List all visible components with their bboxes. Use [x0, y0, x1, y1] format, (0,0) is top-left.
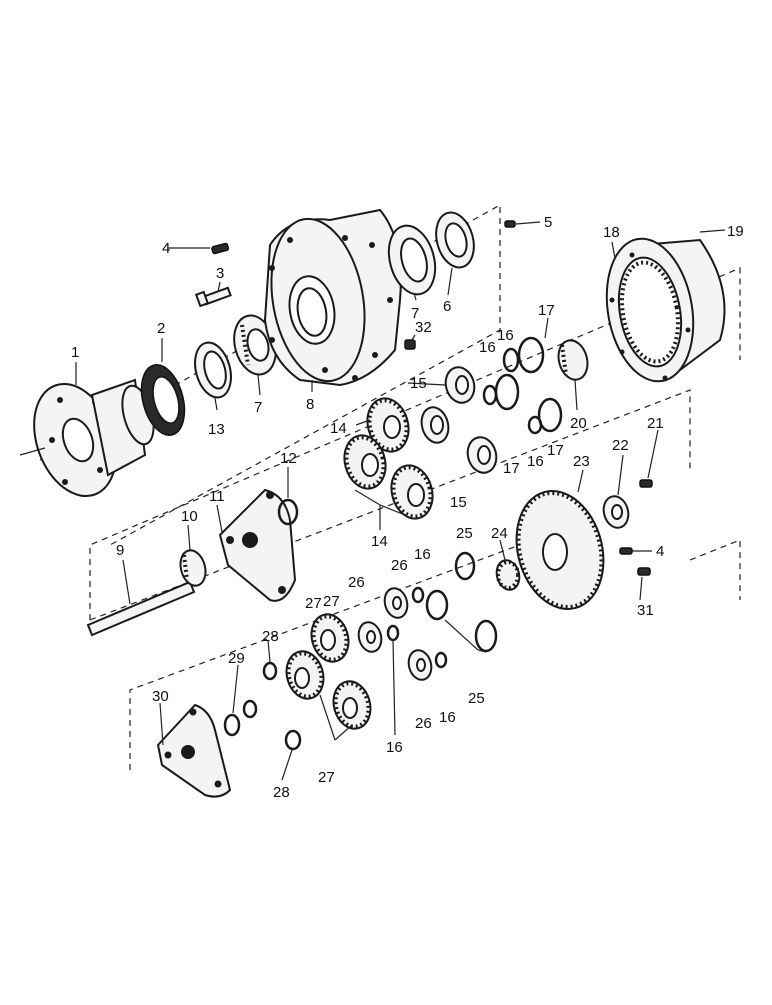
label-part-17-a: 17: [538, 302, 555, 319]
label-part-4-lower: 4: [656, 543, 664, 560]
part-2-seal: [140, 364, 186, 436]
part-23-carrier-plate: [515, 490, 605, 610]
part-22-washer: [602, 495, 630, 529]
label-part-27-a: 27: [323, 593, 340, 610]
label-part-21: 21: [647, 415, 664, 432]
label-part-24: 24: [491, 525, 508, 542]
label-part-11: 11: [209, 488, 225, 505]
part-26-bearings: [357, 586, 448, 681]
label-part-17-b: 17: [547, 442, 564, 459]
part-7-bearing-right: [387, 224, 437, 296]
label-part-7-right: 7: [411, 305, 419, 322]
part-25-snap-rings: [425, 551, 498, 653]
label-part-29: 29: [228, 650, 245, 667]
part-5-bolt: [504, 220, 541, 228]
part-15-bearings: [420, 366, 498, 474]
label-part-16-e: 16: [439, 709, 456, 726]
label-part-25-upper: 25: [456, 525, 473, 542]
label-part-15-upper: 15: [410, 375, 427, 392]
label-part-2: 2: [157, 320, 165, 337]
part-3-bolt: [194, 286, 232, 308]
label-part-12: 12: [280, 450, 297, 467]
label-leaders: [75, 241, 659, 781]
label-part-13: 13: [208, 421, 225, 438]
part-18-ring-gear: [605, 237, 726, 383]
part-28-29-washers: [223, 661, 302, 751]
label-part-26-c: 26: [415, 715, 432, 732]
part-20-sun-gear: [557, 339, 589, 381]
part-30-carrier-plate: [156, 703, 232, 798]
label-part-22: 22: [612, 437, 629, 454]
label-part-7-left: 7: [254, 399, 262, 416]
part-11-planet-carrier: [218, 488, 297, 602]
label-part-18: 18: [603, 224, 620, 241]
part-32-plug: [404, 339, 416, 350]
label-part-19: 19: [727, 223, 744, 240]
label-part-28-lower: 28: [273, 784, 290, 801]
label-part-23: 23: [573, 453, 590, 470]
label-part-16-d: 16: [414, 546, 431, 563]
label-part-6: 6: [443, 298, 451, 315]
part-10-splined-gear: [179, 549, 207, 587]
label-part-14-upper: 14: [330, 420, 347, 437]
part-19-pin: [699, 229, 726, 233]
label-part-8: 8: [306, 396, 314, 413]
label-part-16-b: 16: [479, 339, 496, 356]
label-part-1: 1: [71, 344, 79, 361]
label-part-5: 5: [544, 214, 552, 231]
label-part-16-c: 16: [527, 453, 544, 470]
label-part-25-lower: 25: [468, 690, 485, 707]
part-8-hub-housing: [263, 208, 402, 387]
label-part-28-upper: 28: [262, 628, 279, 645]
part-27-gears: [285, 613, 372, 741]
part-31-bolt: [637, 567, 651, 576]
part-6-nut: [435, 211, 475, 269]
label-part-32: 32: [415, 319, 432, 336]
label-part-26-b: 26: [348, 574, 365, 591]
part-4-pin-upper: [168, 242, 230, 255]
label-part-4-upper: 4: [162, 240, 170, 257]
part-7-bearing-left: [233, 314, 277, 376]
part-13-bearing-cup: [194, 341, 232, 399]
part-14-planet-gears: [343, 397, 434, 530]
part-labels: 1 2 3 4 4 5 6 7 7 8 9 10 11 12 13 14 14 …: [71, 214, 744, 801]
part-12-ring: [277, 498, 299, 526]
label-part-10: 10: [181, 508, 198, 525]
snap-rings-upper: [482, 336, 563, 435]
label-part-9: 9: [116, 542, 124, 559]
part-4-pin-lower: [619, 547, 652, 555]
label-part-14-lower: 14: [371, 533, 388, 550]
label-part-30: 30: [152, 688, 169, 705]
part-9-shaft: [86, 580, 196, 637]
label-part-20: 20: [570, 415, 587, 432]
label-part-15-lower: 15: [450, 494, 467, 511]
label-part-3: 3: [216, 265, 224, 282]
label-part-16-f: 16: [386, 739, 403, 756]
label-part-16-a: 16: [497, 327, 514, 344]
part-1-output-flange: [19, 378, 155, 498]
label-part-26-a: 26: [391, 557, 408, 574]
label-part-17-c: 17: [503, 460, 520, 477]
label-part-27-b: 27: [305, 595, 322, 612]
label-part-31: 31: [637, 602, 654, 619]
label-part-27-c: 27: [318, 769, 335, 786]
part-21-bolt: [639, 479, 653, 488]
part-24-gear: [495, 559, 521, 591]
